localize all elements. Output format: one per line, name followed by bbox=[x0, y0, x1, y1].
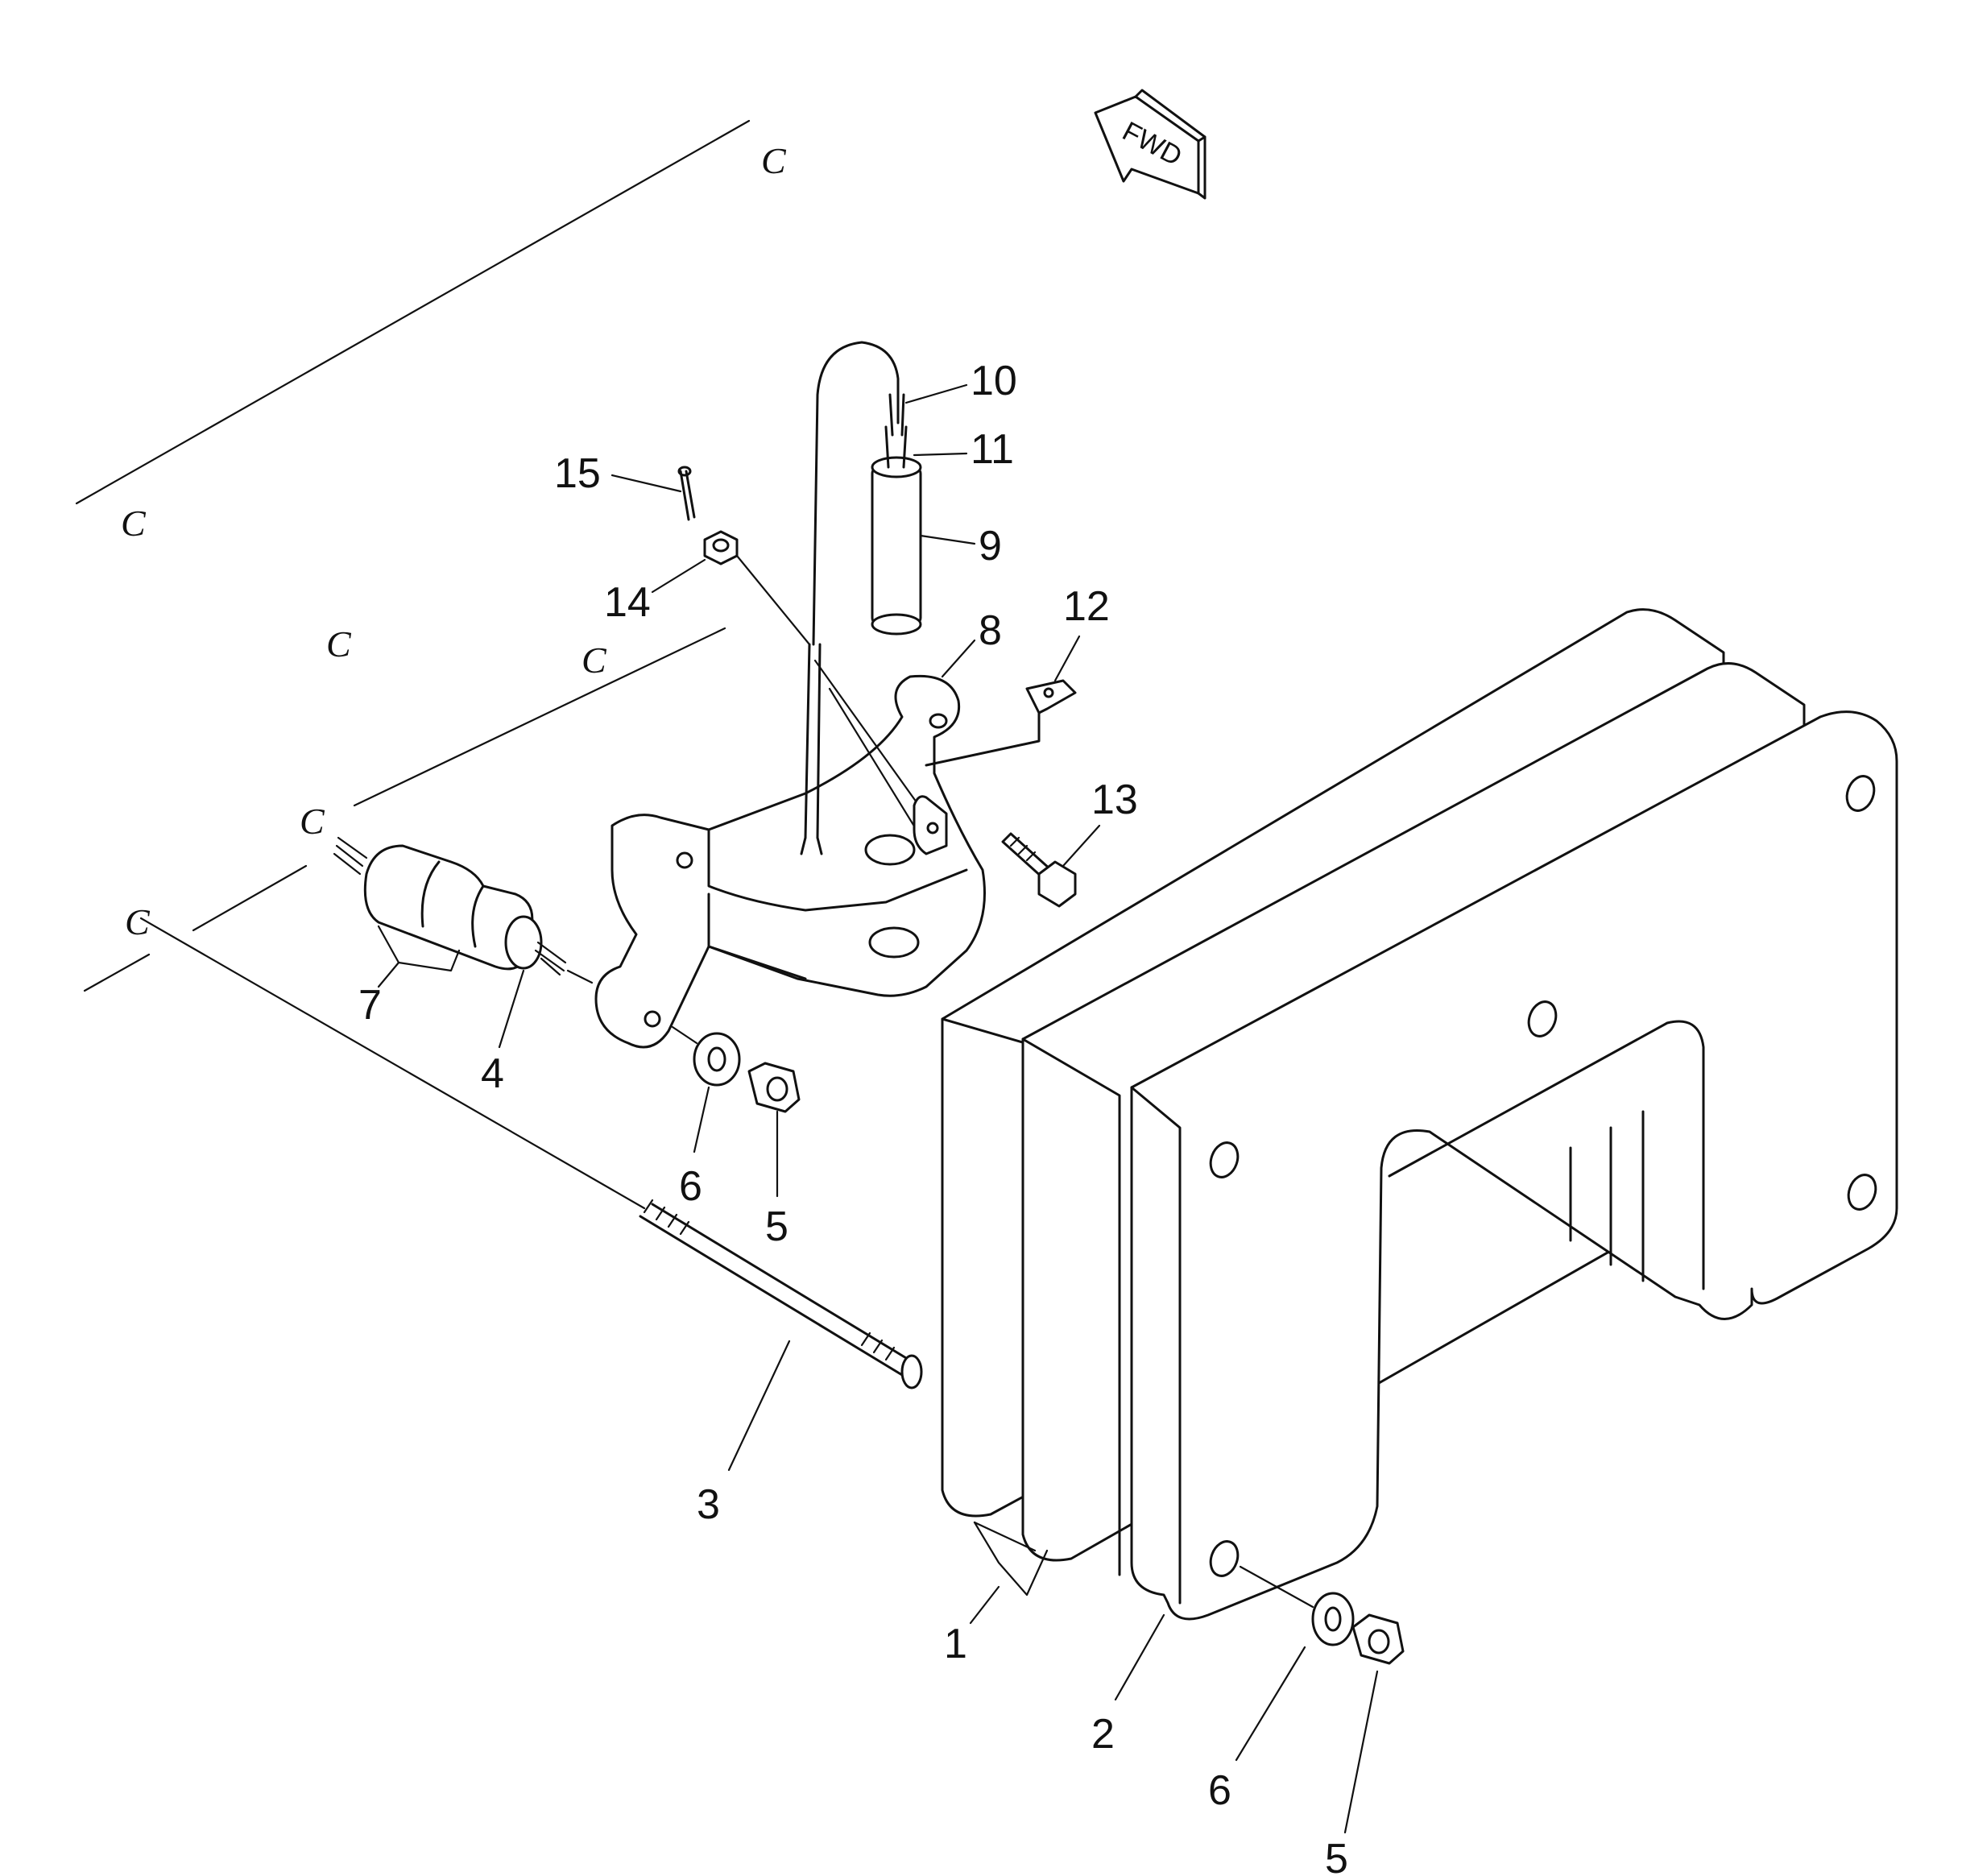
callout-6-left: 6 bbox=[679, 1163, 702, 1210]
callout-8: 8 bbox=[979, 607, 1002, 654]
counterweight-plates bbox=[941, 608, 1898, 1621]
connector-mark: C bbox=[582, 640, 607, 681]
callout-14: 14 bbox=[604, 579, 651, 626]
washer-left bbox=[693, 1032, 741, 1087]
connector-mark: C bbox=[326, 623, 352, 665]
callout-7: 7 bbox=[358, 982, 382, 1029]
clevis bbox=[913, 795, 948, 855]
connector-marks: C C C C C C bbox=[121, 140, 787, 942]
callout-3: 3 bbox=[697, 1481, 720, 1528]
callout-10: 10 bbox=[971, 358, 1017, 404]
assembly-guide-line bbox=[671, 1025, 698, 1045]
callout-5-right: 5 bbox=[1325, 1836, 1348, 1876]
washer-right bbox=[1311, 1592, 1355, 1646]
assembly-guide-line bbox=[566, 969, 594, 984]
nut-left bbox=[747, 1062, 801, 1113]
bolt bbox=[1001, 832, 1077, 908]
callout-4: 4 bbox=[481, 1050, 504, 1097]
fwd-arrow-icon: FWD bbox=[1094, 89, 1207, 200]
frame-reference-lines bbox=[75, 119, 751, 1210]
callout-9: 9 bbox=[979, 523, 1002, 569]
callout-2: 2 bbox=[1091, 1711, 1115, 1758]
lock-plate bbox=[1025, 679, 1077, 714]
nut-top bbox=[703, 530, 811, 646]
leader-lines bbox=[377, 383, 1379, 1834]
pin-assembly bbox=[812, 341, 922, 646]
callout-6-right: 6 bbox=[1208, 1767, 1231, 1814]
long-stud bbox=[639, 1199, 923, 1389]
callout-11: 11 bbox=[971, 426, 1014, 473]
cotter-pin bbox=[677, 466, 696, 521]
chain bbox=[800, 643, 928, 855]
callout-numbers: 1 2 3 4 5 5 6 6 7 8 9 10 11 12 13 14 15 bbox=[358, 358, 1348, 1876]
connector-mark: C bbox=[125, 901, 151, 942]
connector-mark: C bbox=[121, 503, 147, 544]
nut-right bbox=[1351, 1613, 1405, 1665]
callout-15: 15 bbox=[554, 450, 601, 497]
connector-mark: C bbox=[300, 801, 325, 842]
callout-5-left: 5 bbox=[765, 1203, 788, 1250]
rubber-mount bbox=[333, 836, 567, 976]
callout-1: 1 bbox=[944, 1621, 967, 1667]
callout-12: 12 bbox=[1063, 583, 1110, 630]
bracket bbox=[594, 674, 1041, 1049]
callout-13: 13 bbox=[1091, 776, 1138, 823]
connector-mark: C bbox=[761, 140, 787, 181]
assembly-guide-line bbox=[1239, 1565, 1314, 1609]
